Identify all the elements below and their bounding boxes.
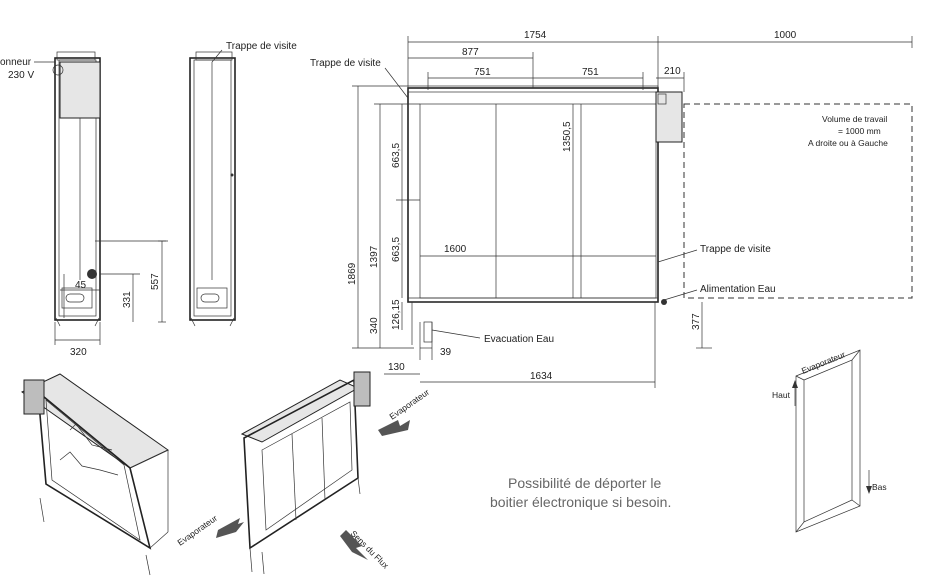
dim-39: 39 — [440, 347, 452, 358]
side-view-left — [52, 51, 168, 327]
dim-45: 45 — [75, 280, 87, 291]
dim-751-a: 751 — [474, 67, 491, 78]
dim-1754: 1754 — [524, 30, 547, 41]
volume-line3: A droite ou à Gauche — [808, 138, 888, 148]
iso-view-left — [21, 373, 169, 576]
evaporator-panel — [795, 349, 861, 533]
dim-663-a: 663,5 — [391, 143, 402, 168]
haut-label: Haut — [772, 390, 791, 400]
dim-557: 557 — [150, 273, 161, 290]
dim-340: 340 — [369, 317, 380, 334]
evaporateur-iso-left: Evaporateur — [175, 513, 219, 548]
dim-320: 320 — [70, 347, 87, 358]
dim-663-b: 663,5 — [391, 237, 402, 262]
dim-331: 331 — [122, 291, 133, 308]
bas-label: Bas — [872, 482, 887, 492]
front-view — [407, 85, 683, 345]
connector-label: onneur — [0, 57, 32, 68]
dim-751-b: 751 — [582, 67, 599, 78]
dim-1634: 1634 — [530, 371, 553, 382]
dim-377: 377 — [691, 313, 702, 330]
voltage-label: 230 V — [8, 70, 34, 81]
dim-126: 126,15 — [391, 299, 402, 330]
iso-view-right — [240, 371, 371, 575]
trappe-front-right-label: Trappe de visite — [700, 244, 771, 255]
side-view-right — [189, 51, 236, 327]
evaporateur-iso-right: Evaporateur — [387, 387, 431, 422]
trappe-side-label: Trappe de visite — [226, 41, 297, 52]
dim-1869: 1869 — [347, 262, 358, 285]
dim-1600: 1600 — [444, 244, 467, 255]
dim-877: 877 — [462, 47, 479, 58]
dim-130: 130 — [388, 362, 405, 373]
dim-210: 210 — [664, 66, 681, 77]
dim-1000: 1000 — [774, 30, 797, 41]
alimentation-label: Alimentation Eau — [700, 284, 776, 295]
trappe-front-top-label: Trappe de visite — [310, 58, 381, 69]
dim-1350: 1350,5 — [562, 121, 573, 152]
note-line1: Possibilité de déporter le — [508, 475, 662, 491]
volume-line2: = 1000 mm — [838, 126, 881, 136]
note-line2: boitier électronique si besoin. — [490, 494, 671, 510]
evacuation-label: Evacuation Eau — [484, 334, 554, 345]
volume-line1: Volume de travail — [822, 114, 887, 124]
dim-1397: 1397 — [369, 245, 380, 268]
